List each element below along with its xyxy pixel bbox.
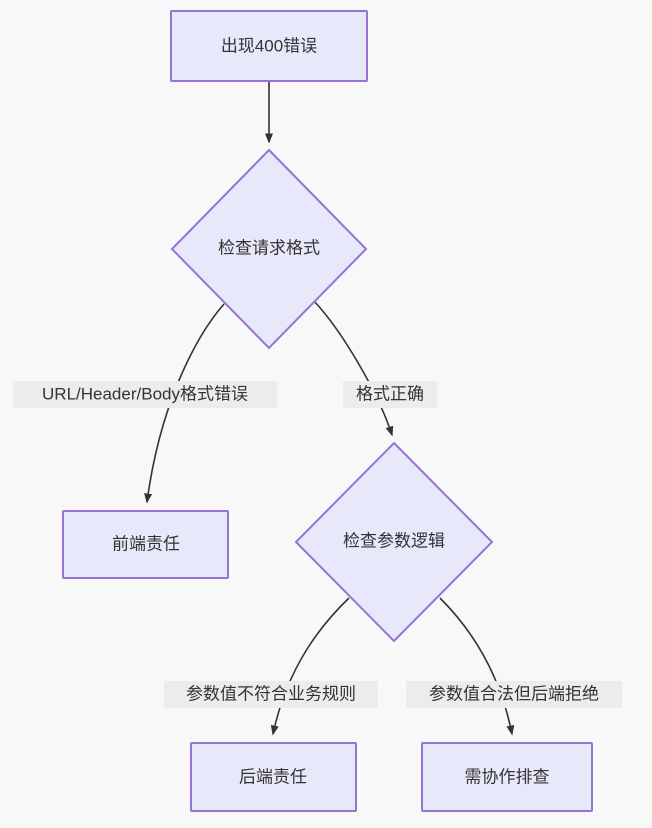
node-frontend-responsibility-shape [62, 510, 229, 579]
edge-label-param-violates-rules-bg [164, 681, 378, 708]
edge-label-group: URL/Header/Body格式错误 格式正确 参数值不符合业务规则 参数值合… [13, 381, 622, 708]
edge-label-param-violates-rules: 参数值不符合业务规则 [164, 681, 378, 708]
node-backend-responsibility-shape [190, 742, 357, 812]
node-check-param-logic[interactable]: 检查参数逻辑 [294, 441, 494, 643]
edge-label-format-error-text: URL/Header/Body格式错误 [42, 384, 248, 403]
node-check-request-format-label: 检查请求格式 [218, 238, 320, 257]
edge-check-request-format-to-check-param-logic [313, 300, 394, 437]
edge-label-format-correct-bg [343, 381, 437, 408]
edge-group [144, 82, 515, 736]
node-check-request-format[interactable]: 检查请求格式 [170, 148, 368, 350]
node-collaborative-investigation-label: 需协作排查 [465, 767, 550, 786]
node-start-400-error[interactable]: 出现400错误 [170, 10, 368, 82]
edge-label-format-correct: 格式正确 [343, 381, 437, 408]
edge-label-format-error-bg [13, 381, 277, 408]
edge-label-param-valid-backend-rejects: 参数值合法但后端拒绝 [406, 681, 622, 708]
node-collaborative-investigation-shape [421, 742, 593, 812]
edge-check-param-logic-to-collaborate [439, 597, 515, 736]
edge-check-param-logic-to-backend [270, 597, 350, 736]
edge-check-request-format-to-frontend [144, 303, 225, 504]
edge-label-format-correct-text: 格式正确 [356, 384, 424, 403]
edge-label-param-violates-rules-text: 参数值不符合业务规则 [186, 684, 356, 703]
node-group: 出现400错误 检查请求格式 前端责任 检查参数逻辑 后端责任 [62, 10, 593, 812]
node-start-400-error-label: 出现400错误 [221, 36, 317, 55]
node-collaborative-investigation[interactable]: 需协作排查 [421, 742, 593, 812]
node-check-param-logic-shape [294, 441, 494, 643]
node-frontend-responsibility-label: 前端责任 [112, 534, 180, 553]
edge-label-param-valid-backend-rejects-bg [406, 681, 622, 708]
node-check-request-format-shape [170, 148, 368, 350]
node-backend-responsibility-label: 后端责任 [239, 767, 307, 786]
node-frontend-responsibility[interactable]: 前端责任 [62, 510, 229, 579]
node-start-400-error-shape [170, 10, 368, 82]
node-backend-responsibility[interactable]: 后端责任 [190, 742, 357, 812]
node-check-param-logic-label: 检查参数逻辑 [343, 531, 445, 550]
edge-label-format-error: URL/Header/Body格式错误 [13, 381, 277, 408]
edge-label-param-valid-backend-rejects-text: 参数值合法但后端拒绝 [429, 684, 599, 703]
